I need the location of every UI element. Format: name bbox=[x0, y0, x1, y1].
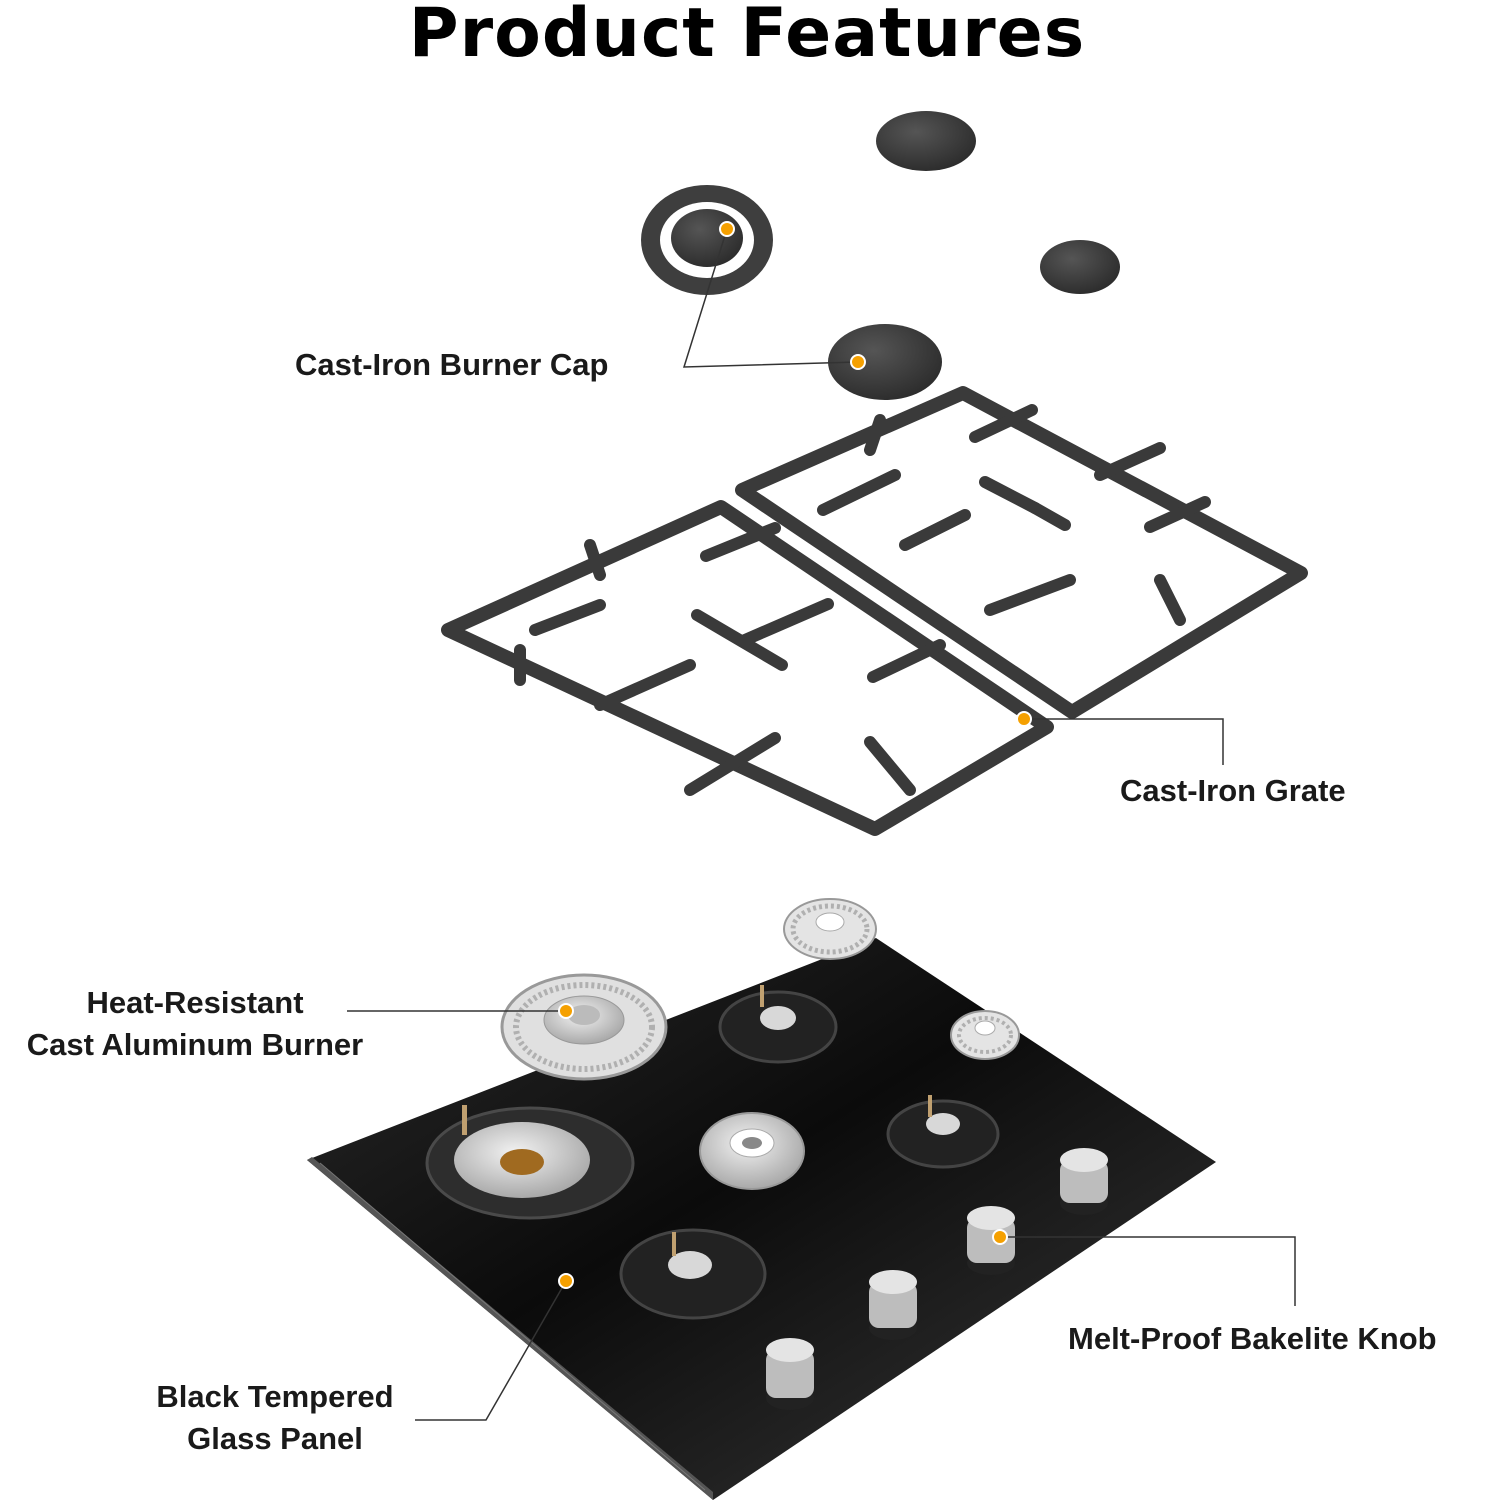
loose-large-burner bbox=[500, 973, 668, 1081]
callout-knob: Melt-Proof Bakelite Knob bbox=[1068, 1318, 1437, 1360]
callout-panel-line2: Glass Panel bbox=[187, 1421, 363, 1456]
marker-knob bbox=[992, 1229, 1008, 1245]
grate-leader bbox=[1024, 718, 1224, 765]
burner-cap-small bbox=[1040, 240, 1120, 294]
marker-burner-cap bbox=[850, 354, 866, 370]
callout-grate: Cast-Iron Grate bbox=[1120, 770, 1346, 812]
callout-panel-line1: Black Tempered bbox=[156, 1379, 394, 1414]
callout-burner-cap-label: Cast-Iron Burner Cap bbox=[295, 347, 609, 382]
loose-burner-rear bbox=[783, 898, 877, 960]
knob-1 bbox=[766, 1338, 814, 1410]
large-burner-cap-ring bbox=[641, 185, 773, 295]
burner-cap-top-right bbox=[876, 111, 976, 171]
mounted-burner-right bbox=[886, 1095, 1000, 1169]
callout-burner: Heat-Resistant Cast Aluminum Burner bbox=[0, 982, 390, 1066]
glass-panel-group bbox=[307, 938, 1216, 1500]
burner-cap-leader bbox=[682, 228, 859, 368]
black-glass-panel bbox=[307, 938, 1216, 1500]
marker-grate bbox=[1016, 711, 1032, 727]
loose-aluminum-burners bbox=[500, 898, 1020, 1081]
cast-iron-grates bbox=[441, 386, 1308, 836]
center-aluminum-burner bbox=[699, 1112, 805, 1190]
panel-leader bbox=[415, 1280, 567, 1421]
burner-caps-group bbox=[641, 111, 1120, 400]
loose-burner-right bbox=[950, 1010, 1020, 1060]
callout-knob-label: Melt-Proof Bakelite Knob bbox=[1068, 1321, 1437, 1356]
mounted-burner-rear bbox=[718, 985, 838, 1064]
callout-panel: Black Tempered Glass Panel bbox=[135, 1376, 415, 1460]
callout-grate-label: Cast-Iron Grate bbox=[1120, 773, 1346, 808]
mounted-wok-burner bbox=[425, 1105, 635, 1220]
marker-burner bbox=[558, 1003, 574, 1019]
knob-leader bbox=[1000, 1236, 1296, 1306]
callout-lines bbox=[347, 228, 1296, 1421]
knob-3 bbox=[967, 1206, 1015, 1275]
marker-panel bbox=[558, 1273, 574, 1289]
callout-burner-line2: Cast Aluminum Burner bbox=[26, 1027, 364, 1062]
control-knobs bbox=[766, 1148, 1108, 1410]
callout-markers bbox=[558, 221, 1032, 1289]
burner-cap-front bbox=[828, 324, 942, 400]
callout-burner-line1: Heat-Resistant bbox=[86, 985, 304, 1020]
marker-burner-cap-ring bbox=[719, 221, 735, 237]
knob-2 bbox=[869, 1270, 917, 1340]
knob-4 bbox=[1060, 1148, 1108, 1215]
callout-burner-cap: Cast-Iron Burner Cap bbox=[295, 344, 608, 386]
mounted-burner-front bbox=[619, 1228, 767, 1320]
title: Product Features bbox=[408, 0, 1086, 73]
